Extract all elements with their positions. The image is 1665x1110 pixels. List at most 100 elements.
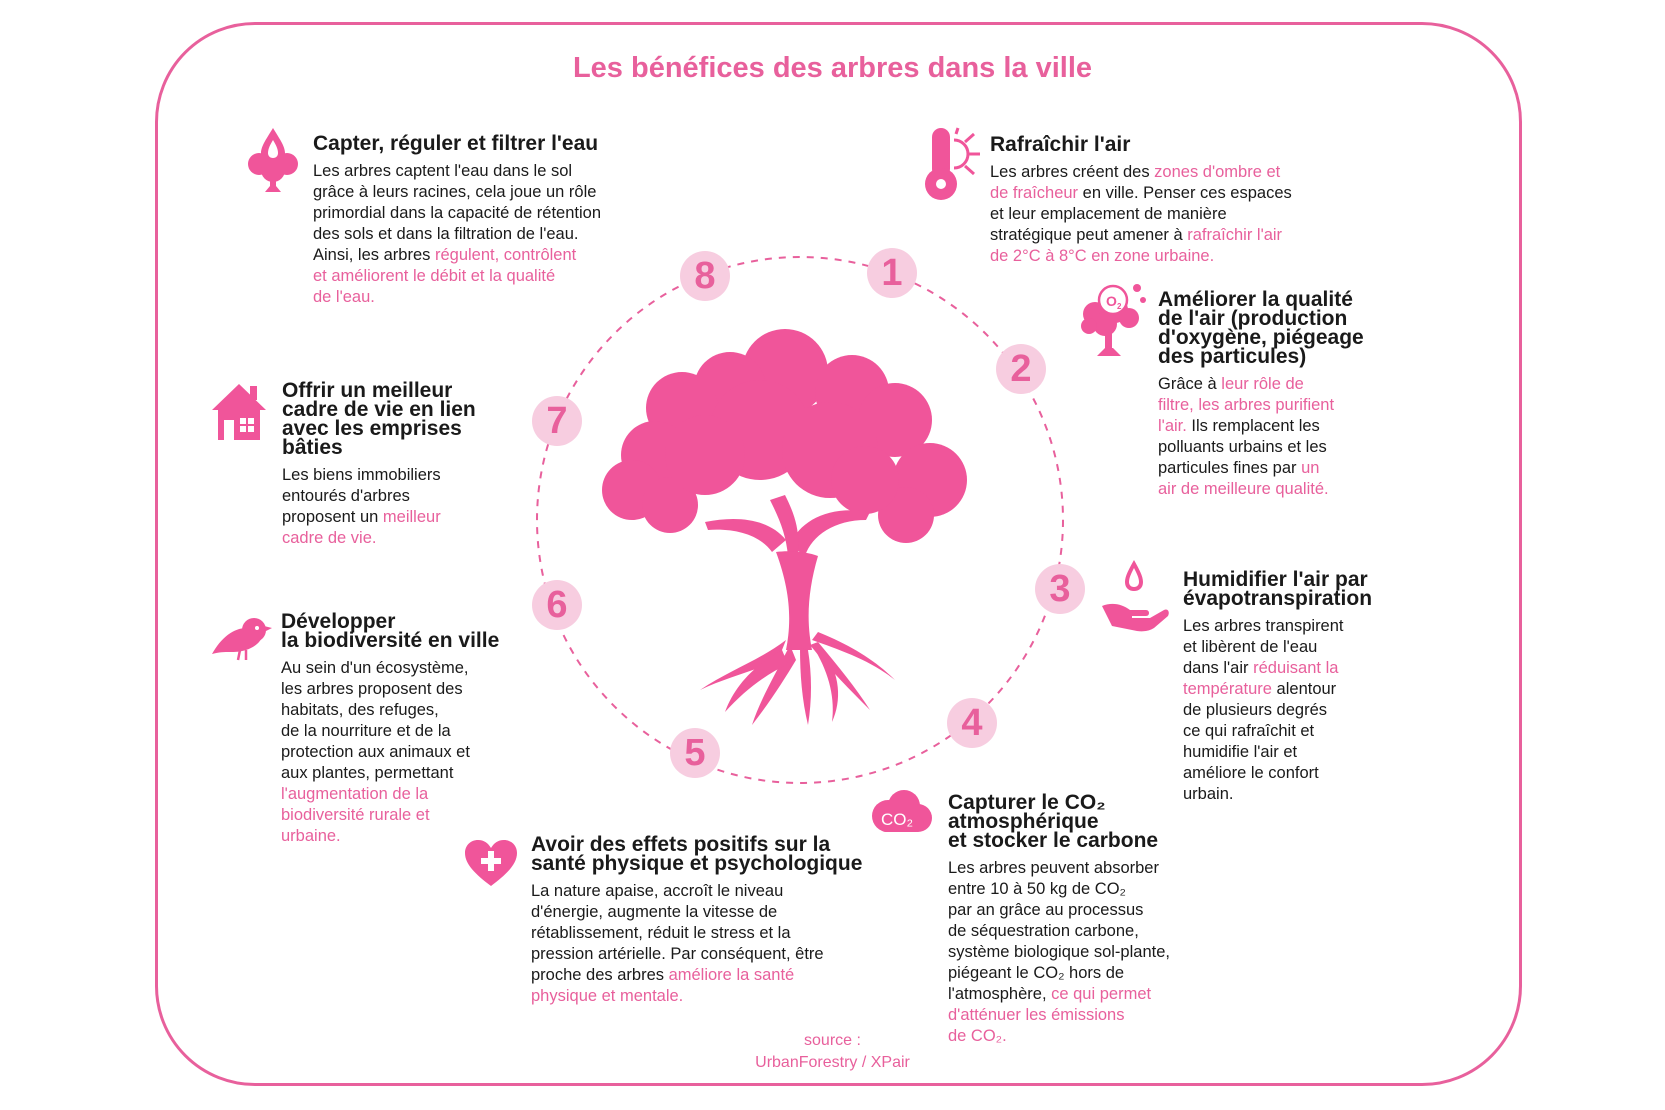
- body-line: d'atténuer les émissions: [948, 1006, 1125, 1024]
- heart-plus-icon: [465, 840, 517, 886]
- body-line: Ainsi, les arbres régulent, contrôlent: [313, 246, 576, 264]
- body-line: des sols et dans la filtration de l'eau.: [313, 225, 578, 243]
- body-line: d'énergie, augmente la vitesse de: [531, 903, 777, 921]
- highlight-text: rafraîchir l'air: [1187, 226, 1283, 244]
- highlight-text: réduisant la: [1253, 659, 1339, 677]
- body-text: et leur emplacement de manière: [990, 205, 1227, 223]
- benefit-title-line: Capturer le CO₂: [948, 791, 1106, 814]
- bird-icon: [212, 618, 272, 661]
- highlight-text: de l'eau.: [313, 288, 375, 306]
- body-line: Au sein d'un écosystème,: [281, 659, 469, 677]
- body-text: rétablissement, réduit le stress et la: [531, 924, 791, 942]
- body-line: primordial dans la capacité de rétention: [313, 204, 601, 222]
- highlight-text: urbaine.: [281, 827, 341, 845]
- body-text: alentour: [1271, 680, 1337, 698]
- body-line: et leur emplacement de manière: [990, 205, 1227, 223]
- highlight-text: de 2°C à 8°C en zone urbaine.: [990, 247, 1215, 265]
- body-text: Les arbres captent l'eau dans le sol: [313, 162, 573, 180]
- body-line: Les arbres transpirent: [1183, 617, 1344, 635]
- number-badge-8: 8: [680, 251, 730, 301]
- body-text: Ainsi, les arbres: [313, 246, 435, 264]
- hand-drop-icon: [1102, 560, 1169, 632]
- body-text: Ils remplacent les: [1186, 417, 1320, 435]
- body-line: proposent un meilleur: [282, 508, 441, 526]
- house-icon: [212, 384, 266, 440]
- body-line: polluants urbains et les: [1158, 438, 1327, 456]
- body-line: entourés d'arbres: [282, 487, 410, 505]
- benefit-title-line: Développer: [281, 610, 396, 633]
- body-line: protection aux animaux et: [281, 743, 470, 761]
- body-line: filtre, les arbres purifient: [1158, 396, 1334, 414]
- body-text: de la nourriture et de la: [281, 722, 451, 740]
- benefit-title-line: la biodiversité en ville: [281, 629, 500, 652]
- body-line: de séquestration carbone,: [948, 922, 1139, 940]
- body-line: entre 10 à 50 kg de CO₂: [948, 880, 1126, 898]
- highlight-text: un: [1301, 459, 1320, 477]
- highlight-text: et améliorent le débit et la qualité: [313, 267, 556, 285]
- benefit-title-line: d'oxygène, piégeage: [1158, 326, 1364, 349]
- body-text: l'atmosphère,: [948, 985, 1052, 1003]
- body-text: des sols et dans la filtration de l'eau.: [313, 225, 579, 243]
- body-line: dans l'air réduisant la: [1183, 659, 1338, 677]
- body-text: humidifie l'air et: [1183, 743, 1298, 761]
- body-text: habitats, des refuges,: [281, 701, 439, 719]
- body-text: pression artérielle. Par conséquent, êtr…: [531, 945, 824, 963]
- co2-label: CO₂: [881, 810, 913, 829]
- body-line: Les arbres créent des zones d'ombre et: [990, 163, 1280, 181]
- body-text: de séquestration carbone,: [948, 922, 1139, 940]
- body-text: d'énergie, augmente la vitesse de: [531, 903, 778, 921]
- body-text: polluants urbains et les: [1158, 438, 1327, 456]
- highlight-text: de CO₂.: [948, 1027, 1007, 1045]
- body-text: proposent un: [282, 508, 383, 526]
- body-line: améliore le confort: [1183, 764, 1319, 782]
- highlight-text: cadre de vie.: [282, 529, 377, 547]
- body-line: de fraîcheur en ville. Penser ces espace…: [990, 184, 1292, 202]
- body-line: de CO₂.: [948, 1027, 1007, 1045]
- highlight-text: l'air.: [1158, 417, 1187, 435]
- body-line: stratégique peut amener à rafraîchir l'a…: [990, 226, 1282, 244]
- benefit-title-line: des particules): [1158, 345, 1307, 368]
- highlight-text: leur rôle de: [1221, 375, 1304, 393]
- benefit-body: Les arbres captent l'eau dans le sol grâc…: [313, 161, 653, 308]
- benefit-title-line: Rafraîchir l'air: [990, 133, 1131, 156]
- body-text: entre 10 à 50 kg de CO₂: [948, 880, 1126, 898]
- highlight-text: l'augmentation de la: [281, 785, 429, 803]
- highlight-text: biodiversité rurale et: [281, 806, 430, 824]
- body-line: habitats, des refuges,: [281, 701, 439, 719]
- highlight-text: d'atténuer les émissions: [948, 1006, 1125, 1024]
- body-line: aux plantes, permettant: [281, 764, 453, 782]
- benefit-title-line: et stocker le carbone: [948, 829, 1159, 852]
- body-line: de la nourriture et de la: [281, 722, 451, 740]
- body-line: rétablissement, réduit le stress et la: [531, 924, 791, 942]
- body-text: de plusieurs degrés: [1183, 701, 1328, 719]
- svg-text:O: O: [1106, 293, 1117, 309]
- body-text: en ville. Penser ces espaces: [1078, 184, 1292, 202]
- benefit-title-line: atmosphérique: [948, 810, 1099, 833]
- oxygen-tree-icon: O 2: [1081, 284, 1146, 356]
- body-text: particules fines par: [1158, 459, 1302, 477]
- benefit-title-line: avec les emprises: [282, 417, 462, 440]
- highlight-text: ce qui permet: [1051, 985, 1152, 1003]
- source-label: source :: [804, 1032, 861, 1049]
- body-text: Les arbres peuvent absorber: [948, 859, 1159, 877]
- highlight-text: meilleur: [382, 508, 441, 526]
- body-line: air de meilleure qualité.: [1158, 480, 1329, 498]
- number-badge-1: 1: [867, 248, 917, 298]
- co2-cloud-icon: CO₂: [872, 790, 932, 832]
- body-line: de l'eau.: [313, 288, 375, 306]
- body-line: grâce à leurs racines, cela joue un rôle: [313, 183, 596, 201]
- body-text: par an grâce au processus: [948, 901, 1144, 919]
- source-credit: source : UrbanForestry / XPair: [0, 1030, 1665, 1074]
- water-drop-tree-icon: [248, 128, 298, 192]
- body-line: particules fines par un: [1158, 459, 1319, 477]
- highlight-text: physique et mentale.: [531, 987, 684, 1005]
- benefit-body: Les arbres peuvent absorber entre 10 à 50…: [948, 858, 1218, 1047]
- number-badge-6: 6: [532, 580, 582, 630]
